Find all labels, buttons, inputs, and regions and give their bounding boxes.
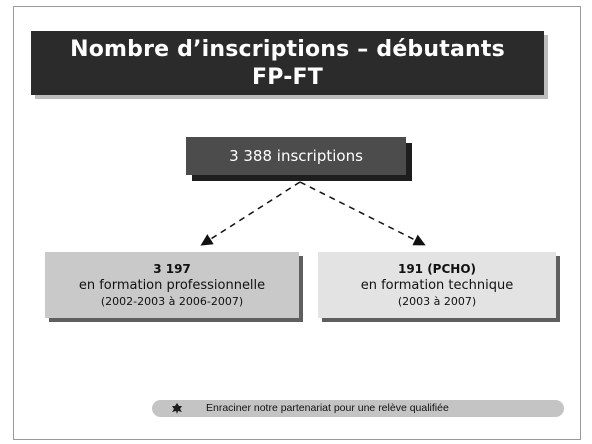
- slide-title: Nombre d’inscriptions – débutants FP-FT: [31, 31, 544, 95]
- professional-count: 3 197: [153, 262, 191, 276]
- title-line-1: Nombre d’inscriptions – débutants: [70, 37, 505, 62]
- total-inscriptions-label: 3 388 inscriptions: [229, 147, 363, 165]
- leaf-icon: [172, 403, 182, 414]
- footer-slogan: Enraciner notre partenariat pour une rel…: [152, 400, 564, 417]
- technical-training-box: 191 (PCHO) en formation technique (2003 …: [318, 252, 556, 318]
- professional-description: en formation professionnelle: [78, 278, 266, 293]
- technical-count: 191 (PCHO): [397, 262, 477, 276]
- technical-period: (2003 à 2007): [397, 295, 477, 308]
- technical-description: en formation technique: [360, 278, 514, 293]
- total-inscriptions-box: 3 388 inscriptions: [186, 137, 406, 175]
- title-line-2: FP-FT: [252, 65, 323, 90]
- professional-period: (2002-2003 à 2006-2007): [100, 295, 244, 308]
- footer-text: Enraciner notre partenariat pour une rel…: [206, 402, 449, 414]
- professional-training-box: 3 197 en formation professionnelle (2002…: [45, 252, 299, 318]
